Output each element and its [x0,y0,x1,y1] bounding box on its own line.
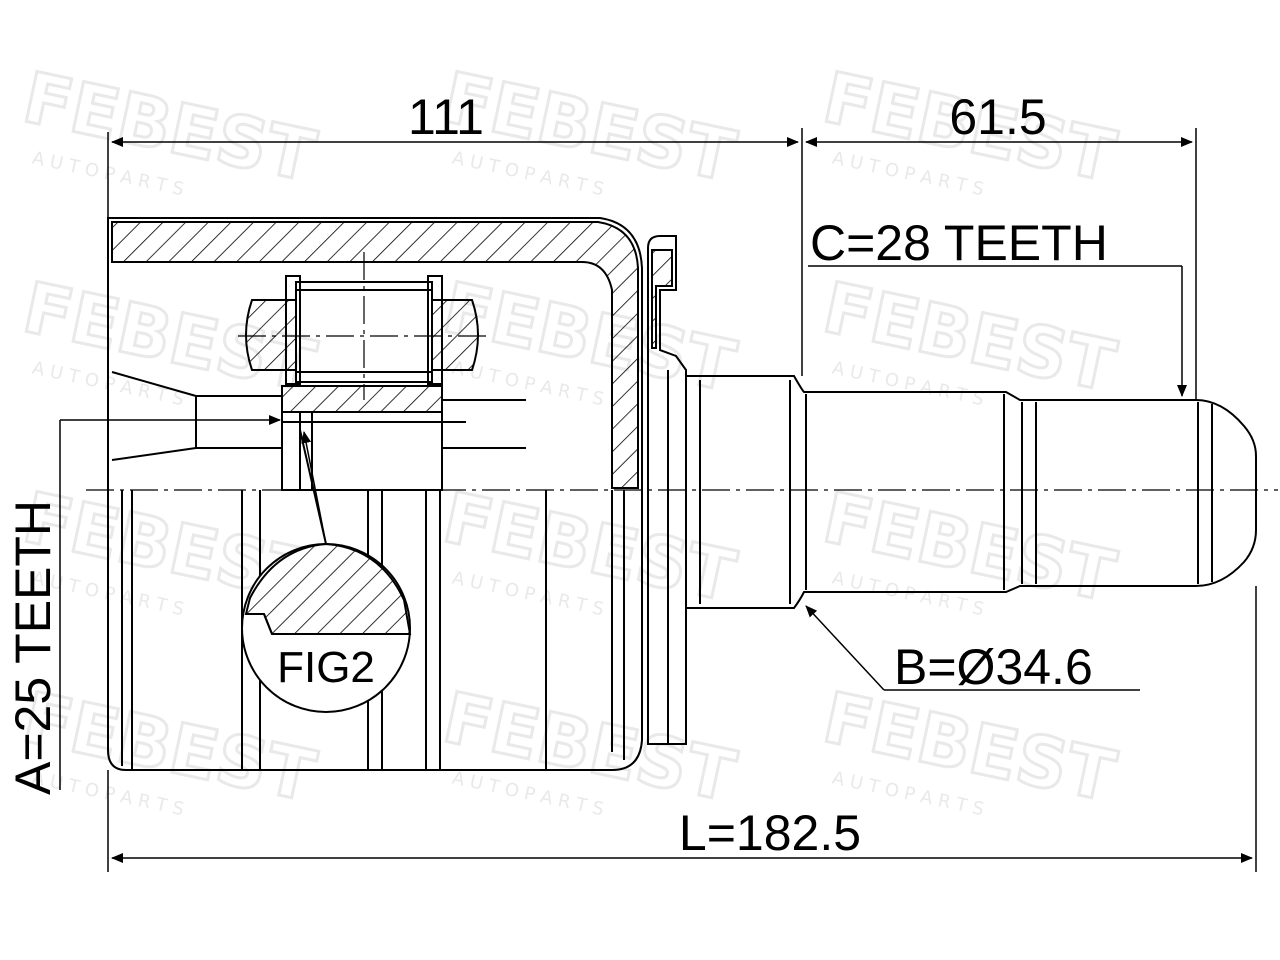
spline-a-label: A=25 TEETH [5,500,61,795]
housing-wall-section [111,221,639,489]
dim-top-left-label: 111 [408,89,484,145]
dim-total-length-label: L=182.5 [679,805,861,861]
dim-top-right-label: 61.5 [949,89,1046,145]
centerlines [86,252,1278,491]
drawing-body [107,217,1257,771]
spline-b-label: B=Ø34.6 [894,639,1093,695]
tripod-roller [245,299,297,371]
flange [647,235,687,745]
fig2-label: FIG2 [277,643,375,692]
spline-c-label: C=28 TEETH [810,215,1108,271]
output-shaft [685,375,1257,609]
housing-outline [107,217,643,771]
dimension-lines [59,128,1257,872]
